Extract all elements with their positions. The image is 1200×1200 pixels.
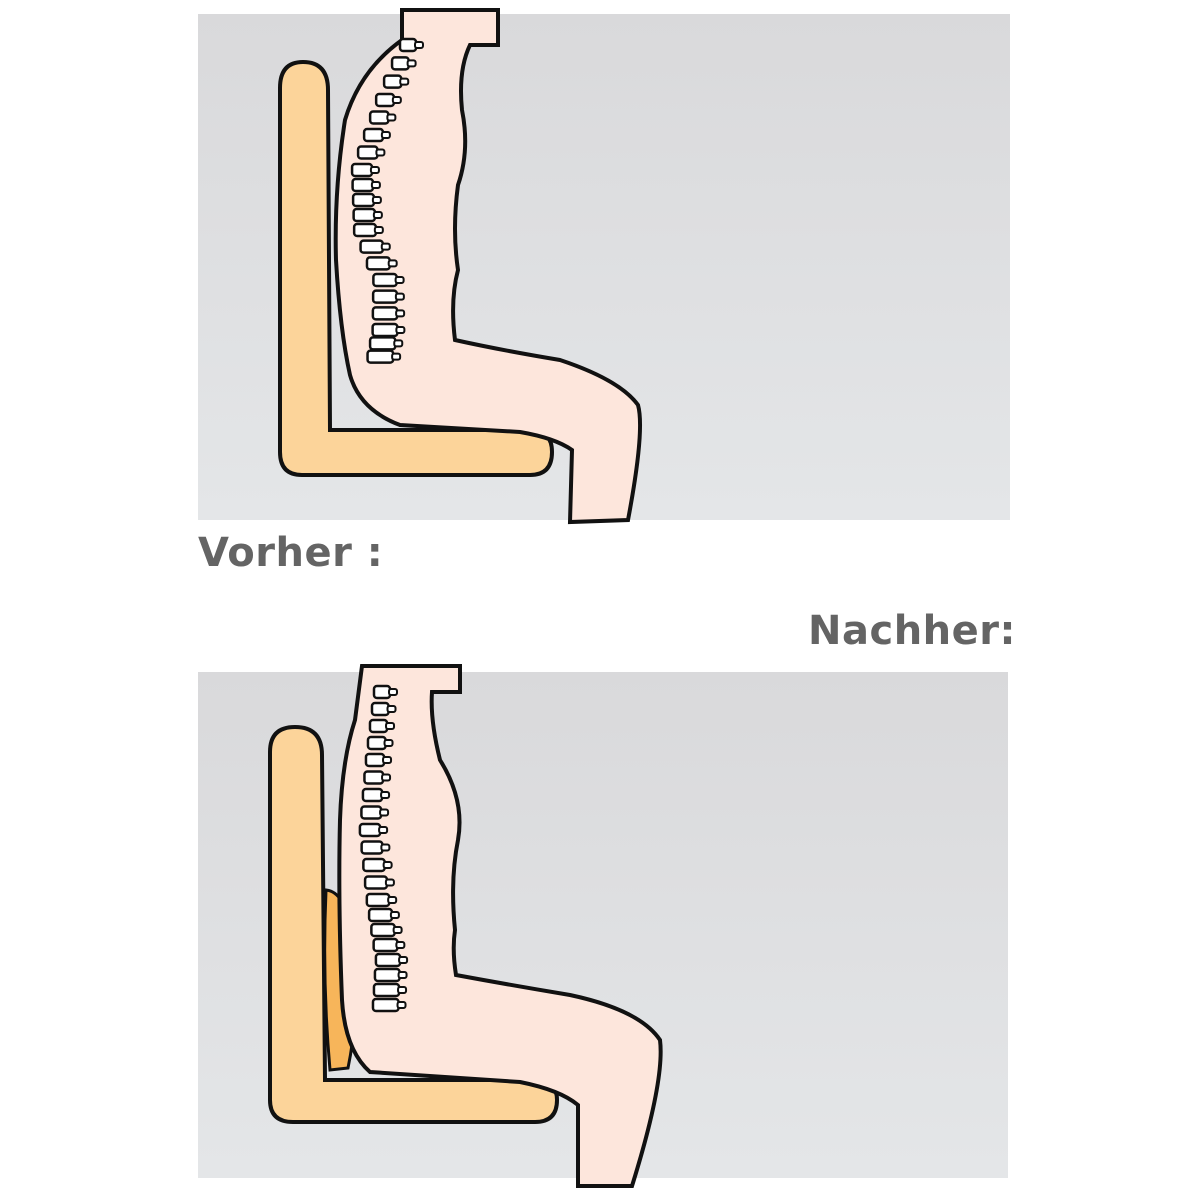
vertebra [372, 937, 399, 953]
after-spine [358, 684, 409, 1013]
vertebra [351, 192, 376, 208]
vertebra [360, 805, 383, 820]
vertebra-process [395, 941, 406, 949]
vertebra [372, 272, 398, 288]
vertebra-process [380, 791, 391, 799]
vertebra [371, 997, 400, 1013]
before-body [333, 8, 643, 525]
vertebra [374, 952, 402, 968]
vertebra [362, 127, 385, 143]
vertebra-process [383, 739, 394, 747]
vertebra-process [371, 196, 382, 204]
vertebra [366, 735, 387, 751]
vertebra-process [398, 956, 409, 964]
vertebra [370, 701, 390, 717]
before-figure [278, 8, 643, 525]
vertebra [371, 322, 399, 338]
vertebra [398, 37, 418, 53]
vertebra [372, 982, 401, 998]
vertebra-process [378, 826, 389, 834]
vertebra [372, 684, 392, 700]
vertebra-process [414, 41, 424, 49]
vertebra-process [382, 756, 393, 764]
after-label: Nachher: [808, 608, 1016, 654]
vertebra [366, 349, 395, 364]
vertebra [364, 752, 386, 768]
vertebra-process [384, 878, 395, 887]
vertebra-process [395, 326, 406, 334]
vertebra-process [387, 259, 398, 268]
vertebra-process [391, 352, 402, 361]
vertebra-process [373, 226, 384, 234]
vertebra [365, 256, 391, 271]
after-body [337, 664, 663, 1188]
vertebra [359, 239, 385, 254]
before-label: Vorher : [198, 530, 384, 576]
vertebra-process [388, 688, 398, 696]
vertebra-process [395, 309, 406, 318]
vertebra [368, 718, 389, 734]
vertebra [368, 336, 397, 351]
vertebra-process [394, 292, 405, 301]
vertebra [382, 74, 403, 89]
vertebra-process [381, 773, 392, 782]
vertebra-process [380, 131, 391, 139]
vertebra-process [393, 339, 404, 348]
vertebra-process [392, 926, 403, 934]
vertebra-process [386, 705, 397, 713]
vertebra [365, 892, 391, 908]
vertebra-process [382, 861, 393, 869]
vertebra [367, 907, 394, 923]
vertebra [373, 967, 401, 983]
vertebra [351, 177, 375, 193]
vertebra [371, 289, 399, 304]
vertebra-process [372, 211, 383, 219]
before-spine [350, 37, 424, 364]
vertebra-process [369, 166, 380, 174]
vertebra-process [385, 722, 396, 730]
vertebra-process [391, 96, 402, 104]
vertebra-process [387, 896, 398, 904]
vertebra [352, 222, 378, 238]
vertebra-process [397, 986, 408, 994]
vertebra-process [380, 843, 391, 852]
vertebra-process [370, 181, 381, 189]
vertebra [390, 56, 410, 71]
vertebra [371, 306, 399, 321]
vertebra [356, 145, 379, 160]
vertebra [368, 110, 390, 125]
vertebra [352, 207, 377, 223]
vertebra-process [380, 242, 391, 251]
vertebra [358, 822, 382, 838]
vertebra [360, 840, 384, 855]
vertebra-process [394, 276, 405, 284]
vertebra [370, 922, 396, 938]
vertebra [362, 857, 386, 873]
vertebra [363, 770, 385, 785]
vertebra-process [399, 77, 410, 86]
vertebra [374, 92, 396, 108]
vertebra-process [379, 808, 390, 817]
vertebra-process [396, 1001, 407, 1009]
vertebra-process [389, 911, 400, 919]
vertebra-process [386, 113, 397, 122]
vertebra-process [397, 971, 408, 979]
vertebra [361, 787, 384, 803]
vertebra [363, 875, 389, 890]
vertebra-process [406, 59, 417, 68]
after-figure [268, 664, 663, 1188]
vertebra [350, 162, 374, 178]
vertebra-process [375, 148, 386, 157]
